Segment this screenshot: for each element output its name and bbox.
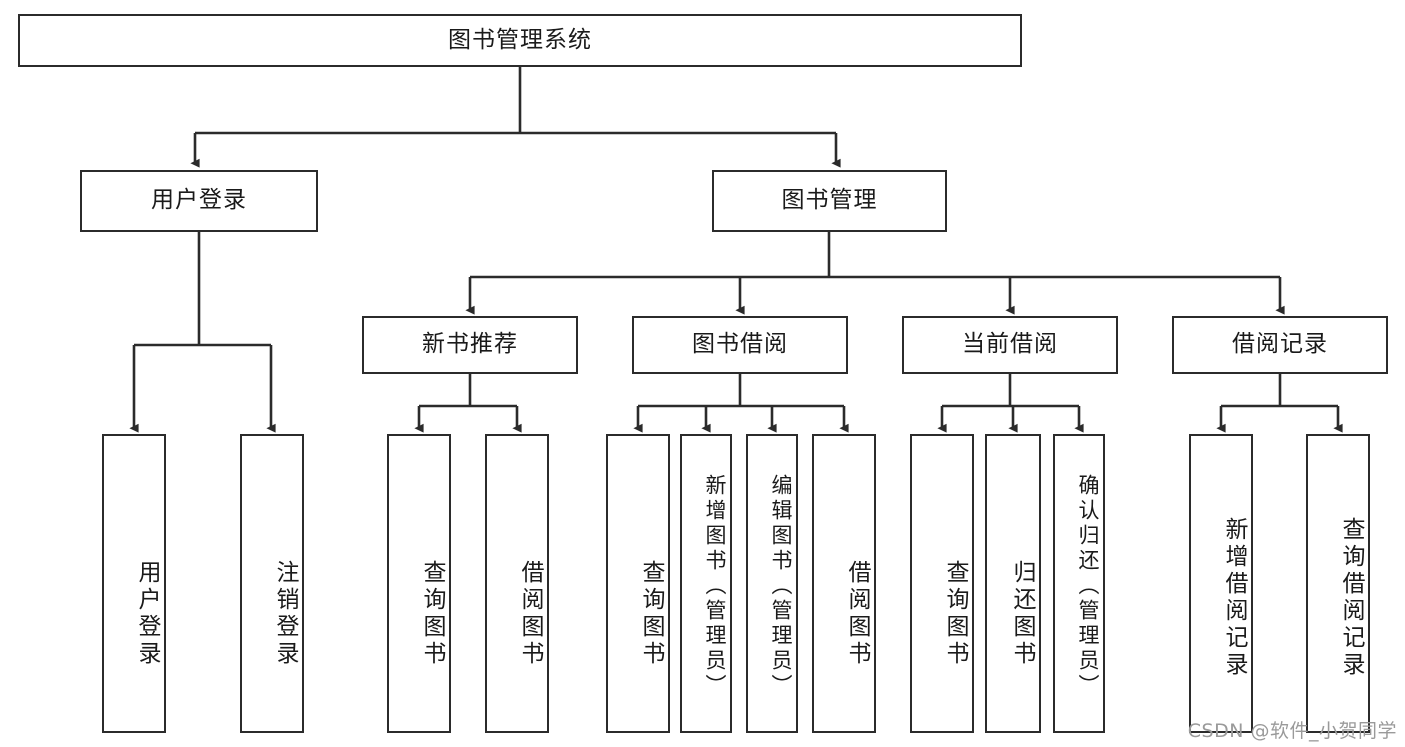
node-borrow-record-label: 借阅记录 xyxy=(1232,331,1328,358)
leaf-query-book-recommend-label: 查询图书 xyxy=(419,559,445,668)
leaf-edit-book-admin-label: 编辑图书（管理员） xyxy=(769,474,793,699)
leaf-query-book-recommend[interactable]: 查询图书 xyxy=(387,434,451,733)
leaf-borrow-book-recommend-label: 借阅图书 xyxy=(517,559,543,668)
leaf-borrow-book-label: 借阅图书 xyxy=(844,559,870,668)
leaf-user-login[interactable]: 用户登录 xyxy=(102,434,166,733)
leaf-edit-book-admin[interactable]: 编辑图书（管理员） xyxy=(746,434,798,733)
leaf-query-book-borrow-label: 查询图书 xyxy=(638,559,664,668)
node-new-book-recommend[interactable]: 新书推荐 xyxy=(362,316,578,374)
leaf-query-borrow-record[interactable]: 查询借阅记录 xyxy=(1306,434,1370,733)
node-book-management-label: 图书管理 xyxy=(781,187,878,214)
csdn-watermark: CSDN @软件_小贺同学 xyxy=(1187,720,1397,742)
node-user-login[interactable]: 用户登录 xyxy=(80,170,318,232)
leaf-user-logout-label: 注销登录 xyxy=(272,559,298,668)
leaf-confirm-return-admin-label: 确认归还（管理员） xyxy=(1076,474,1100,699)
node-current-borrow[interactable]: 当前借阅 xyxy=(902,316,1118,374)
node-book-borrow-label: 图书借阅 xyxy=(692,331,788,358)
node-root-label: 图书管理系统 xyxy=(448,26,592,53)
leaf-return-book-label: 归还图书 xyxy=(1009,559,1035,668)
leaf-add-borrow-record[interactable]: 新增借阅记录 xyxy=(1189,434,1253,733)
leaf-add-book-admin-label: 新增图书（管理员） xyxy=(703,474,727,699)
node-book-borrow[interactable]: 图书借阅 xyxy=(632,316,848,374)
leaf-borrow-book-recommend[interactable]: 借阅图书 xyxy=(485,434,549,733)
leaf-query-book-borrow[interactable]: 查询图书 xyxy=(606,434,670,733)
leaf-user-logout[interactable]: 注销登录 xyxy=(240,434,304,733)
leaf-borrow-book[interactable]: 借阅图书 xyxy=(812,434,876,733)
leaf-query-book-current[interactable]: 查询图书 xyxy=(910,434,974,733)
leaf-add-borrow-record-label: 新增借阅记录 xyxy=(1221,516,1247,679)
node-user-login-label: 用户登录 xyxy=(151,187,247,214)
node-current-borrow-label: 当前借阅 xyxy=(962,331,1058,358)
leaf-return-book[interactable]: 归还图书 xyxy=(985,434,1041,733)
node-book-management[interactable]: 图书管理 xyxy=(712,170,947,232)
leaf-add-book-admin[interactable]: 新增图书（管理员） xyxy=(680,434,732,733)
node-borrow-record[interactable]: 借阅记录 xyxy=(1172,316,1388,374)
node-root[interactable]: 图书管理系统 xyxy=(18,14,1022,67)
node-new-book-recommend-label: 新书推荐 xyxy=(422,331,518,358)
leaf-user-login-label: 用户登录 xyxy=(134,559,160,668)
leaf-confirm-return-admin[interactable]: 确认归还（管理员） xyxy=(1053,434,1105,733)
leaf-query-borrow-record-label: 查询借阅记录 xyxy=(1338,516,1364,679)
leaf-query-book-current-label: 查询图书 xyxy=(942,559,968,668)
